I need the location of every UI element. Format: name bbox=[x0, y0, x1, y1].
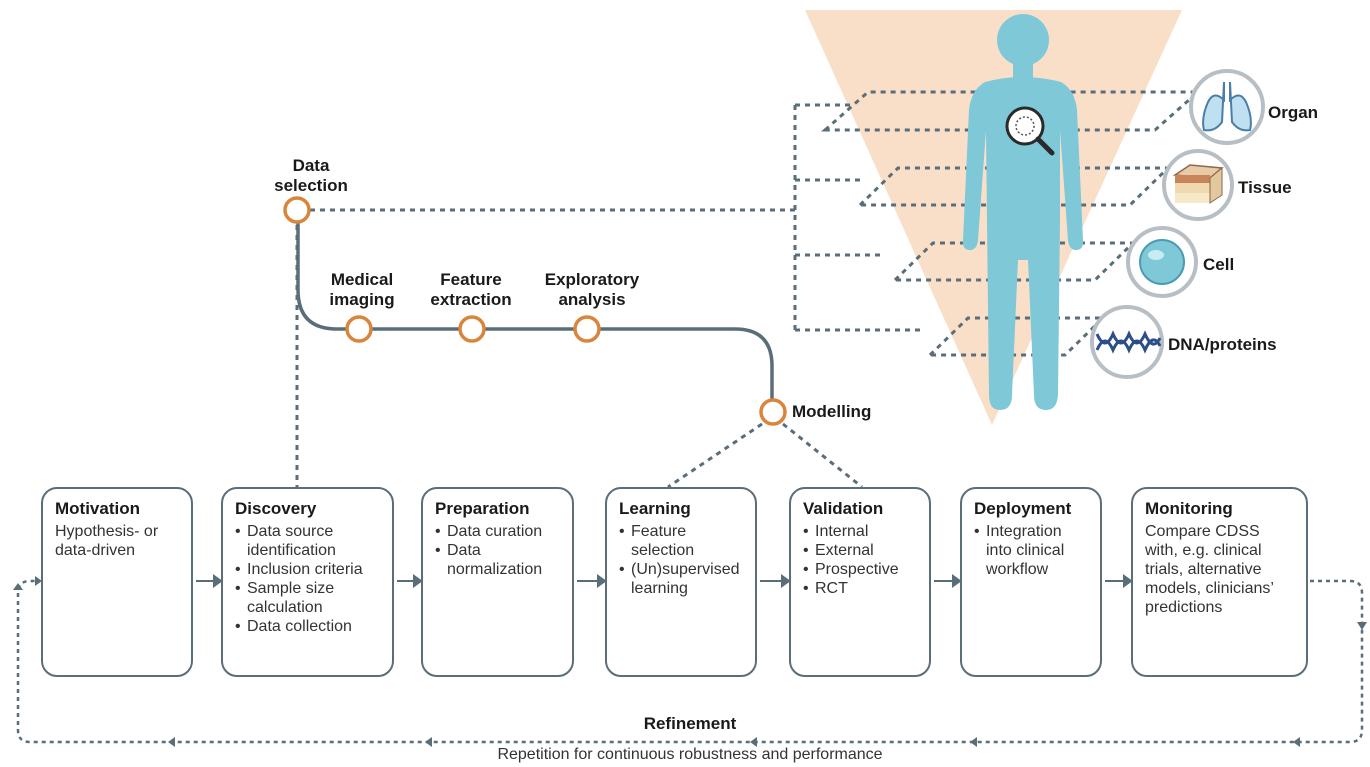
modelling-to-validation-line bbox=[782, 422, 863, 489]
data-selection-label: Data selection bbox=[274, 156, 348, 195]
bullet-item: Data normalization bbox=[435, 541, 562, 579]
magnifier-icon bbox=[1005, 106, 1055, 156]
modelling-to-learning-line bbox=[667, 422, 763, 489]
organ-lungs-icon bbox=[1189, 69, 1265, 145]
refinement-arrowheads bbox=[13, 576, 1367, 747]
node-exploratory-analysis bbox=[573, 315, 601, 343]
stage-discovery: Discovery Data source identification Inc… bbox=[221, 487, 394, 677]
bullet-item: Internal bbox=[803, 522, 919, 541]
feature-extraction-label: Feature extraction bbox=[430, 270, 512, 309]
bullet-item: (Un)supervised learning bbox=[619, 560, 745, 598]
stage-monitoring: Monitoring Compare CDSS with, e.g. clini… bbox=[1131, 487, 1308, 677]
stage-title: Validation bbox=[803, 499, 884, 518]
bullet-item: Data collection bbox=[235, 617, 382, 636]
stage-title: Preparation bbox=[435, 499, 530, 518]
bullet-item: Integration into clinical workflow bbox=[974, 522, 1090, 579]
stage-description: Compare CDSS with, e.g. clinical trials,… bbox=[1145, 523, 1274, 616]
bullet-item: Sample size calculation bbox=[235, 579, 382, 617]
bullet-item: Inclusion criteria bbox=[235, 560, 382, 579]
modelling-label: Modelling bbox=[792, 402, 872, 421]
stage-title: Motivation bbox=[55, 499, 140, 518]
stage-title: Deployment bbox=[974, 499, 1072, 518]
node-modelling bbox=[759, 398, 787, 426]
refinement-title: Refinement bbox=[643, 714, 737, 733]
node-medical-imaging bbox=[345, 315, 373, 343]
bullet-item: RCT bbox=[803, 579, 919, 598]
organ-label: Organ bbox=[1268, 103, 1319, 122]
dna-icon bbox=[1090, 305, 1164, 379]
refinement-subtitle: Repetition for continuous robustness and… bbox=[497, 746, 883, 763]
bullet-item: Prospective bbox=[803, 560, 919, 579]
stage-title: Monitoring bbox=[1145, 499, 1233, 518]
pipeline-path bbox=[296, 222, 774, 400]
stage-arrows bbox=[196, 574, 1133, 588]
stage-title: Learning bbox=[619, 499, 691, 518]
stage-description: Hypothesis- or data-driven bbox=[55, 523, 159, 559]
human-body-icon bbox=[962, 14, 1084, 410]
bullet-item: Data source identification bbox=[235, 522, 382, 560]
cell-label: Cell bbox=[1203, 255, 1235, 274]
stage-preparation: Preparation Data curation Data normaliza… bbox=[421, 487, 574, 677]
stage-validation: Validation Internal External Prospective… bbox=[789, 487, 931, 677]
node-feature-extraction bbox=[458, 315, 486, 343]
stage-learning: Learning Feature selection (Un)supervise… bbox=[605, 487, 757, 677]
stage-motivation: Motivation Hypothesis- or data-driven bbox=[41, 487, 193, 677]
bullet-item: External bbox=[803, 541, 919, 560]
cell-icon bbox=[1126, 226, 1198, 298]
medical-imaging-label: Medical imaging bbox=[329, 270, 395, 309]
tissue-icon bbox=[1162, 149, 1234, 221]
stage-deployment: Deployment Integration into clinical wor… bbox=[960, 487, 1102, 677]
bullet-item: Feature selection bbox=[619, 522, 745, 560]
dna-proteins-label: DNA/proteins bbox=[1168, 335, 1277, 354]
exploratory-analysis-label: Exploratory analysis bbox=[544, 270, 640, 309]
bullet-item: Data curation bbox=[435, 522, 562, 541]
node-data-selection bbox=[283, 196, 311, 224]
stage-title: Discovery bbox=[235, 499, 317, 518]
tissue-label: Tissue bbox=[1238, 178, 1292, 197]
